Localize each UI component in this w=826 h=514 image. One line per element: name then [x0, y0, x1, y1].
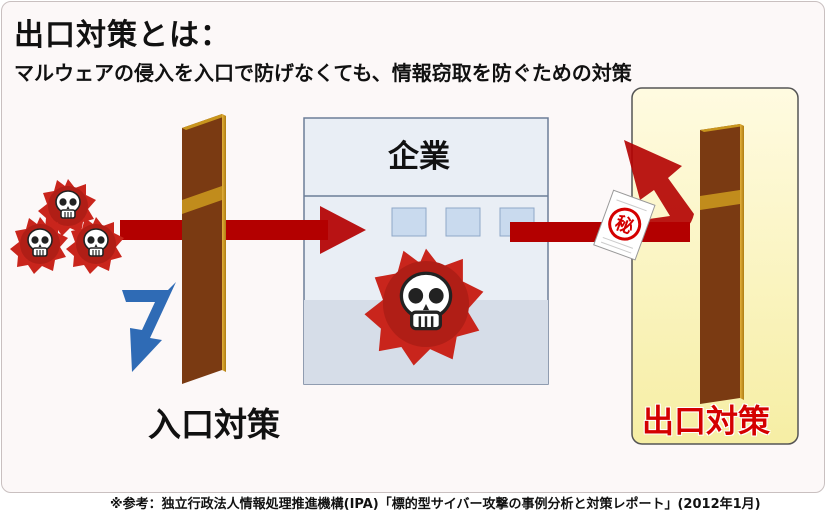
- window: [392, 208, 426, 236]
- corporate-label: 企業: [388, 131, 450, 176]
- entry-measures-label: 入口対策: [148, 398, 280, 446]
- reference-footnote: ※参考：独立行政法人情報処理推進機構(IPA)「標的型サイバー攻撃の事例分析と対…: [110, 493, 761, 512]
- exit-measures-label: 出口対策: [642, 396, 770, 442]
- malware-intrusion-arrow: [120, 206, 366, 254]
- page-title: 出口対策とは：: [14, 10, 231, 54]
- blocked-arrow: [122, 282, 176, 372]
- exit-wall-icon: [700, 124, 744, 404]
- entry-wall-icon: [182, 114, 226, 384]
- page-subtitle: マルウェアの侵入を入口で防げなくても、情報窃取を防ぐための対策: [14, 57, 632, 86]
- window: [446, 208, 480, 236]
